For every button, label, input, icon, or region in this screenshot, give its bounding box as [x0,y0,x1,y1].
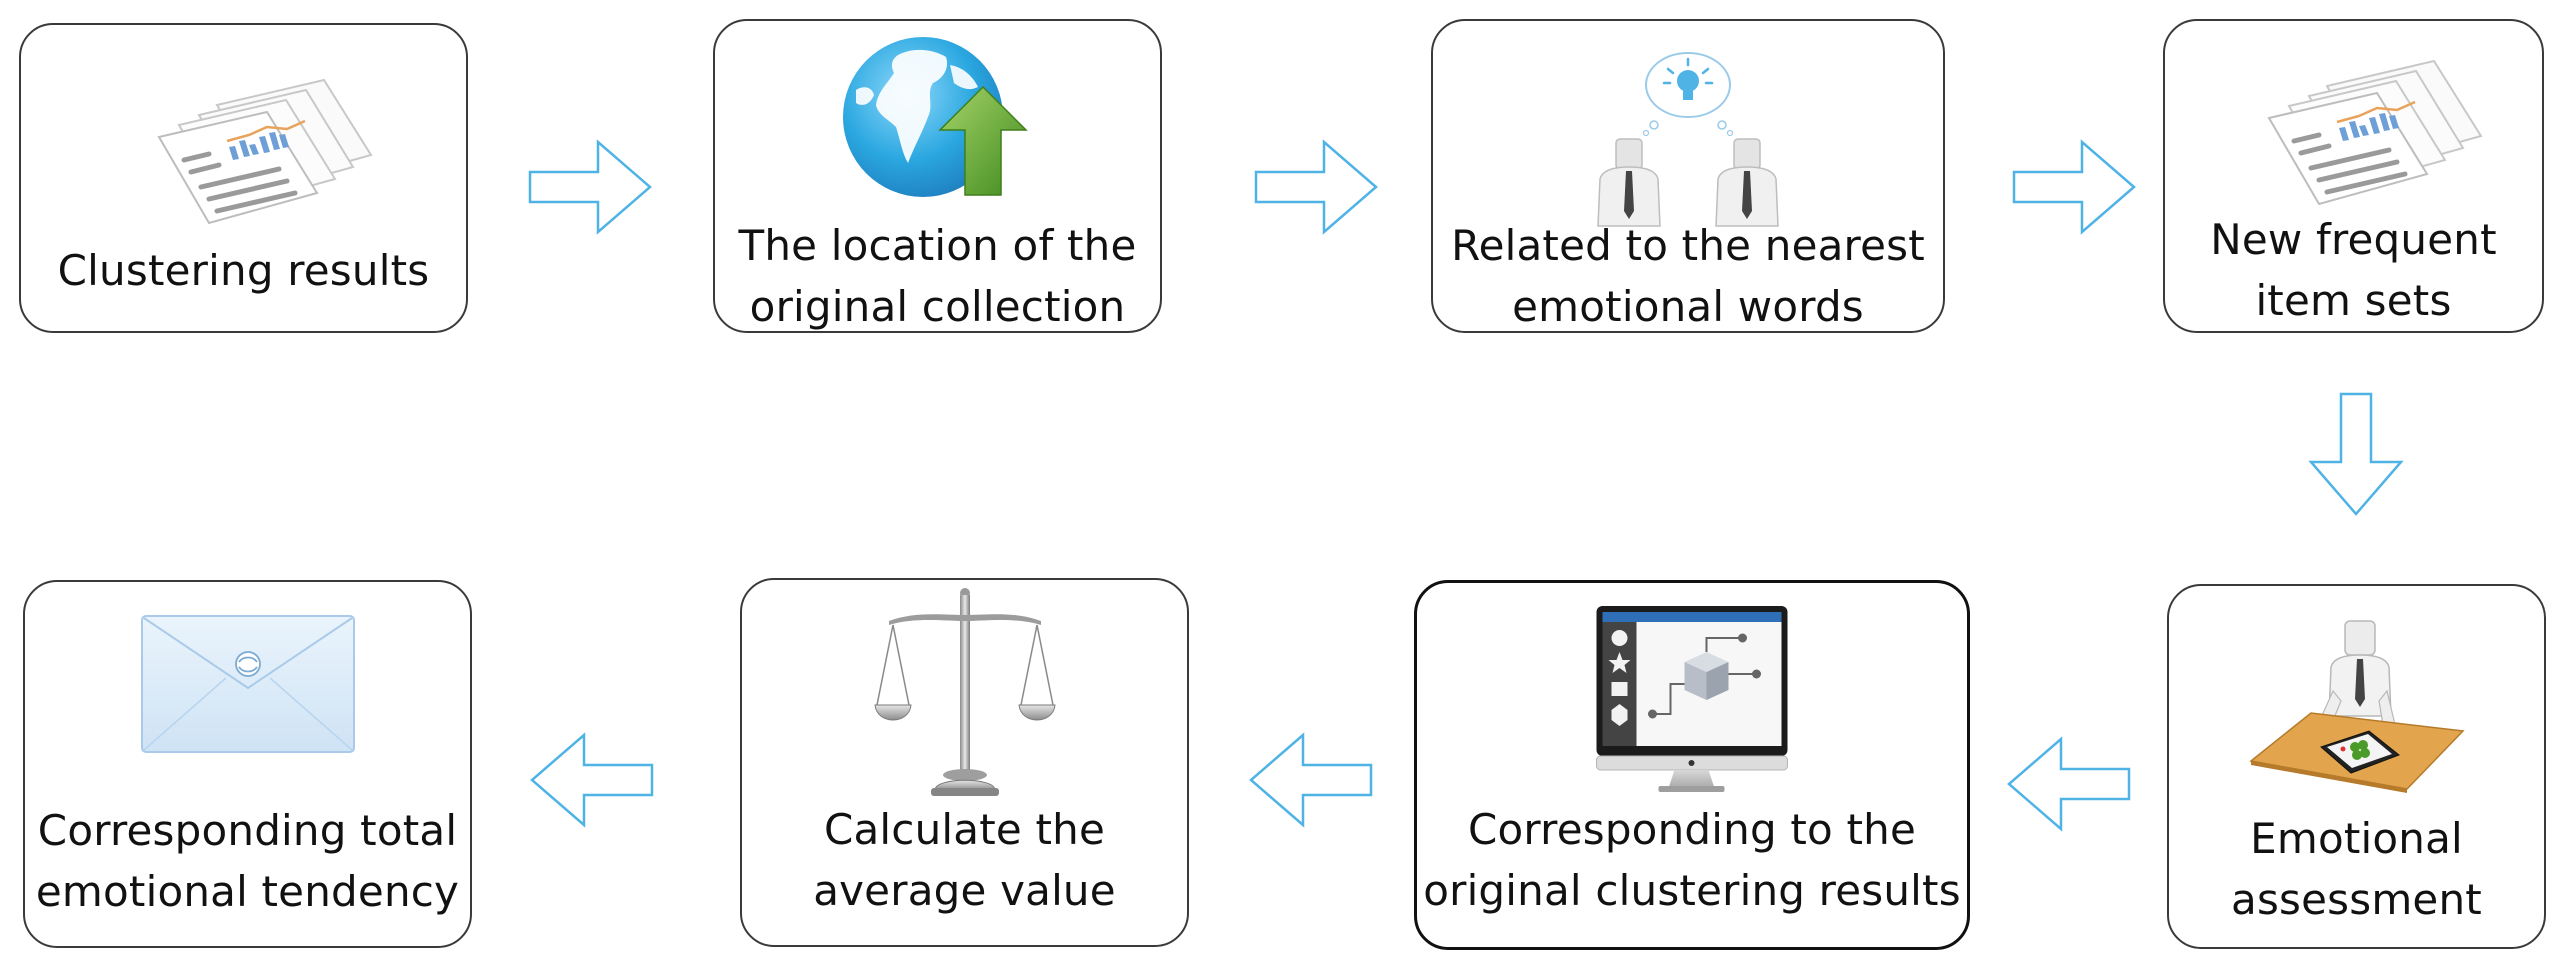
flow-arrow-left [529,732,654,828]
step-label-line: item sets [2255,276,2452,325]
step-label-line: Corresponding total [37,806,458,855]
step-label: Corresponding to the original clustering… [1417,799,1967,921]
envelope-icon [140,614,356,754]
people-idea-icon [1588,51,1788,227]
step-label-line: assessment [2231,875,2482,924]
step-label-line: New frequent [2210,215,2497,264]
step-label-line: Related to the nearest [1451,221,1925,270]
step-label-line: average value [813,866,1116,915]
flow-arrow-right [528,139,653,235]
step-label: Emotional assessment [2169,808,2544,930]
step-label-line: The location of the [738,221,1137,270]
step-label: Clustering results [21,240,466,301]
step-label-line: emotional words [1512,282,1864,331]
flow-arrow-left [2006,736,2131,832]
flow-arrow-down [2308,392,2404,517]
step-corresponding-total-emotional-tendency: Corresponding total emotional tendency [23,580,472,948]
documents-chart-icon [2219,56,2489,236]
step-label: The location of the original collection [715,215,1160,337]
step-related-emotional-words: Related to the nearest emotional words [1431,19,1945,333]
globe-upload-icon [838,35,1038,205]
step-label-line: original collection [749,282,1126,331]
step-calculate-average-value: Calculate the average value [740,578,1189,947]
step-label-line: Emotional [2250,814,2463,863]
balance-scale-icon [873,585,1056,800]
step-label-line: emotional tendency [35,867,460,916]
flow-arrow-right [1254,139,1379,235]
step-label-line: Clustering results [57,246,430,295]
step-clustering-results: Clustering results [19,23,468,333]
step-label: Calculate the average value [742,799,1187,921]
step-label: Related to the nearest emotional words [1433,215,1943,337]
flow-arrow-left [1248,732,1373,828]
step-label: Corresponding total emotional tendency [25,800,470,922]
flow-arrow-right [2012,139,2137,235]
monitor-icon [1595,604,1790,794]
step-label-line: Corresponding to the [1468,805,1916,854]
step-label: New frequent item sets [2165,209,2542,331]
step-location-original-collection: The location of the original collection [713,19,1162,333]
documents-chart-icon [109,75,379,255]
step-corresponding-original-clustering: Corresponding to the original clustering… [1414,580,1970,950]
step-label-line: original clustering results [1423,866,1961,915]
person-at-desk-icon [2247,620,2467,793]
step-emotional-assessment: Emotional assessment [2167,584,2546,949]
step-label-line: Calculate the [823,805,1106,854]
step-new-frequent-item-sets: New frequent item sets [2163,19,2544,333]
